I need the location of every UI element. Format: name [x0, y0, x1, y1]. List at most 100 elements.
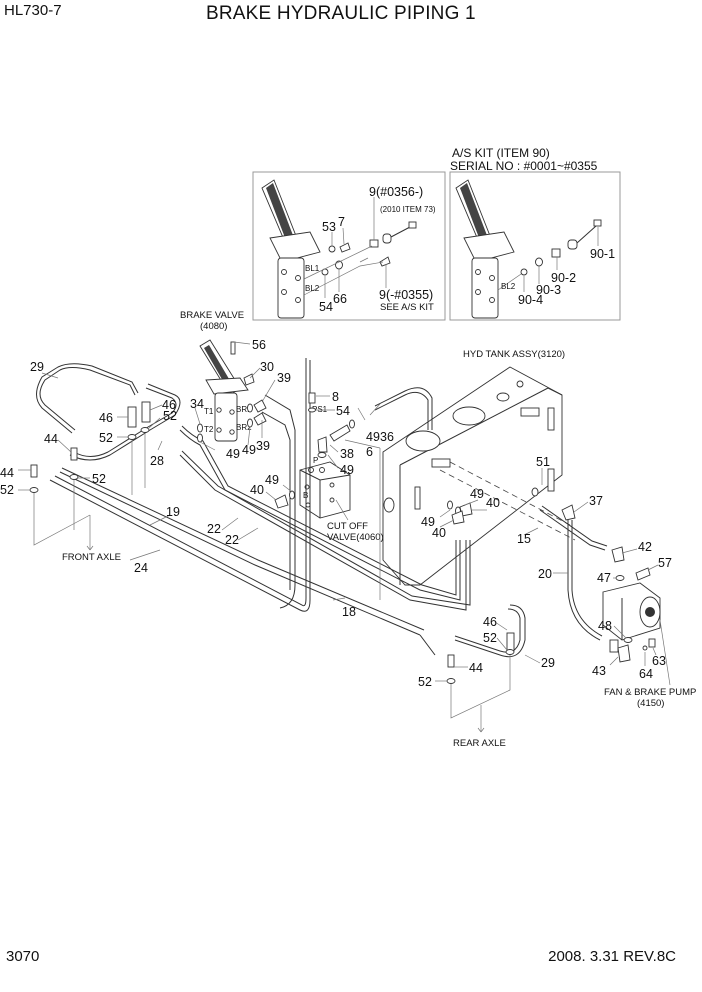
elbow-39-a — [253, 399, 267, 413]
port-bl1: BL1 — [305, 264, 320, 273]
callout-20: 20 — [538, 567, 552, 581]
hydraulic-tank — [382, 366, 576, 586]
washer-54 — [308, 407, 316, 413]
inset-as-kit: A/S KIT (ITEM 90) SERIAL NO : #0001~#035… — [449, 146, 621, 321]
port-t2: T2 — [204, 425, 214, 434]
brake-pedal-drawing — [261, 179, 321, 319]
callout-44-c: 44 — [469, 661, 483, 675]
inset-frame-right — [449, 171, 621, 321]
pipe-routing — [36, 358, 608, 658]
as-kit-serial: SERIAL NO : #0001~#0355 — [450, 159, 598, 173]
callout-90-4: 90-4 — [518, 293, 543, 307]
label-hyd-tank: HYD TANK ASSY(3120) — [463, 349, 565, 360]
oring-52-d — [69, 474, 79, 480]
callout-54: 54 — [336, 404, 350, 418]
bolt-57 — [635, 567, 651, 581]
pump-fitting — [609, 639, 619, 653]
callout-52-e: 52 — [483, 631, 497, 645]
callout-18: 18 — [342, 605, 356, 619]
switch-90-2 — [551, 248, 561, 258]
callout-39-a: 39 — [277, 371, 291, 385]
callout-48: 48 — [598, 619, 612, 633]
callout-57: 57 — [658, 556, 672, 570]
oring-49-g — [289, 490, 295, 500]
kit-port-bl2: BL2 — [501, 282, 516, 291]
callout-6: 6 — [366, 445, 373, 459]
callout-38: 38 — [340, 447, 354, 461]
callout-52-b: 52 — [163, 409, 177, 423]
oring-48 — [623, 637, 633, 643]
oring-49-d — [247, 418, 253, 428]
fitting-46-a — [127, 406, 137, 428]
callout-22-a: 22 — [207, 522, 221, 536]
washer-53 — [328, 245, 336, 253]
label-cut-off-2: VALVE(4060) — [327, 532, 384, 543]
callout-49-g: 49 — [421, 515, 435, 529]
fitting-46-b — [141, 401, 151, 423]
fitting-7 — [339, 242, 351, 253]
port-ps1: PS1 — [312, 405, 328, 414]
tee-44-b — [30, 464, 38, 478]
elbow-43 — [617, 644, 631, 663]
callout-52-d: 52 — [92, 472, 106, 486]
elbow-37 — [561, 504, 576, 521]
label-brake-valve: BRAKE VALVE — [180, 310, 244, 321]
cut-off-valve — [299, 461, 351, 519]
label-front-axle: FRONT AXLE — [62, 552, 121, 563]
oring-52-b — [140, 427, 150, 433]
callout-28: 28 — [150, 454, 164, 468]
switch-9a — [369, 239, 379, 248]
oring-49-f — [317, 452, 327, 458]
plug-63 — [648, 638, 656, 648]
port-t1: T1 — [204, 407, 214, 416]
label-pump-2: (4150) — [637, 698, 664, 709]
callout-34: 34 — [190, 397, 204, 411]
callout-29-front: 29 — [30, 360, 44, 374]
tank-bracket — [431, 458, 451, 468]
oring-49-e — [349, 419, 355, 429]
label-pump-1: FAN & BRAKE PUMP — [604, 687, 696, 698]
brake-pedal-drawing-kit — [455, 179, 515, 319]
label-brake-valve-number: (4080) — [200, 321, 227, 332]
callout-19: 19 — [166, 505, 180, 519]
elbow-40-c — [451, 510, 465, 525]
inset-frame-left — [252, 171, 446, 321]
callout-64: 64 — [639, 667, 653, 681]
fitting-90-3 — [535, 257, 543, 267]
oring-49-h — [447, 500, 453, 510]
callout-90-3: 90-3 — [536, 283, 561, 297]
port-p: P — [313, 456, 318, 465]
callout-36: 36 — [380, 430, 394, 444]
callout-52-c: 52 — [0, 483, 14, 497]
port-br2: BR2 — [236, 423, 252, 432]
switch-8 — [308, 392, 316, 404]
label-cut-off-1: CUT OFF — [327, 521, 368, 532]
tank-filler — [405, 430, 441, 452]
plug-9a — [408, 221, 417, 229]
oring-49-c — [247, 403, 253, 413]
oring-47 — [615, 575, 625, 581]
as-kit-title: A/S KIT (ITEM 90) — [452, 146, 550, 160]
port-br1: BR1 — [236, 405, 252, 414]
callout-22-b: 22 — [225, 533, 239, 547]
leader-lines — [18, 341, 659, 733]
callout-63: 63 — [652, 654, 666, 668]
elbow-38 — [317, 436, 328, 453]
callout-44-b: 44 — [0, 466, 14, 480]
callout-29-rear: 29 — [541, 656, 555, 670]
callout-8: 8 — [332, 390, 339, 404]
callout-46-b: 46 — [162, 398, 176, 412]
callout-49-a: 49 — [226, 447, 240, 461]
label-rear-axle: REAR AXLE — [453, 738, 506, 749]
callout-9-new-note: (2010 ITEM 73) — [380, 205, 436, 214]
callout-9-old-note: SEE A/S KIT — [380, 302, 434, 313]
elbow-42 — [611, 546, 625, 563]
model-number: HL730-7 — [4, 2, 62, 19]
connector-9a — [382, 233, 392, 244]
tank-cap — [452, 406, 486, 426]
callout-9-old: 9(-#0355) — [379, 288, 433, 302]
callout-54: 54 — [319, 300, 333, 314]
oring-52-c — [29, 487, 39, 493]
port-bl2: BL2 — [305, 284, 320, 293]
